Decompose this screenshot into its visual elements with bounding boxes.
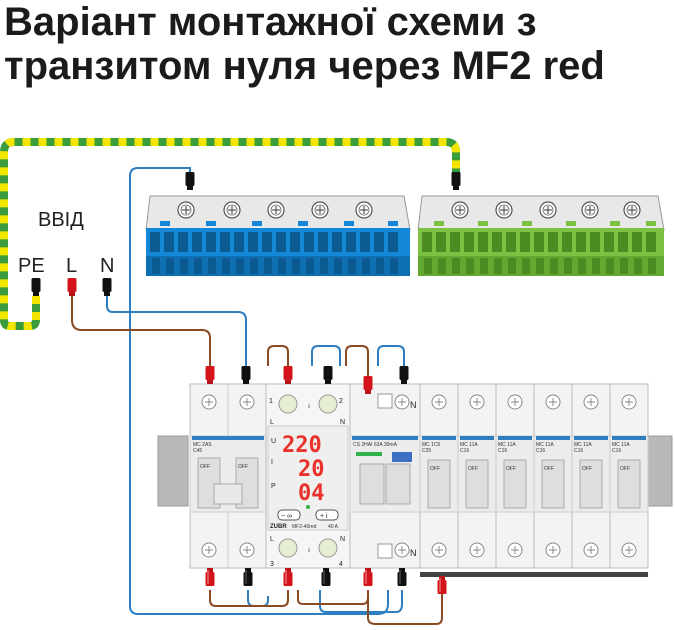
relay-minus-button[interactable] bbox=[277, 509, 301, 521]
relay-term-3: 3 bbox=[270, 561, 274, 568]
group-2-rating: C16 bbox=[460, 448, 469, 454]
relay-label-i: I bbox=[271, 459, 273, 466]
relay-term-1: 1 bbox=[269, 398, 273, 405]
voltage-relay: ⇩ ⇩ 1 2 L N L N 3 4 U I P 220 20 04 − ∞ … bbox=[265, 383, 351, 569]
group-1-rating: C25 bbox=[422, 448, 431, 454]
main-breaker: MC 2AS C45 OFF OFF bbox=[189, 383, 267, 569]
group-breaker-6: MC 11A C16 OFF bbox=[609, 383, 649, 569]
relay-plus-label: + i bbox=[320, 513, 328, 520]
phase-wires bbox=[71, 296, 443, 625]
down-arrow-icon-bottom: ⇩ bbox=[307, 548, 311, 554]
main-breaker-rating: C45 bbox=[193, 448, 202, 454]
input-label: ВВІД bbox=[38, 209, 84, 231]
main-breaker-model: MC 2AS bbox=[193, 442, 212, 448]
earth-busbar bbox=[417, 195, 665, 276]
group-3-off: OFF bbox=[506, 466, 516, 472]
rcd-n-top: N bbox=[410, 400, 417, 410]
neutral-wires bbox=[106, 167, 405, 615]
down-arrow-icon: ⇩ bbox=[307, 404, 311, 410]
relay-model: MF2-40red bbox=[292, 524, 317, 530]
group-breaker-4: MC 11A C16 OFF bbox=[533, 383, 573, 569]
main-breaker-off-1: OFF bbox=[200, 464, 210, 470]
relay-term-l-bottom: L bbox=[270, 536, 274, 543]
relay-power-display: 04 bbox=[298, 481, 325, 506]
main-breaker-off-2: OFF bbox=[238, 464, 248, 470]
group-4-model: MC 11A bbox=[536, 442, 554, 448]
group-2-off: OFF bbox=[468, 466, 478, 472]
group-3-rating: C16 bbox=[498, 448, 507, 454]
relay-term-l-top: L bbox=[270, 419, 274, 426]
comb-busbar bbox=[420, 572, 648, 577]
page-title: Варіант монтажної схеми з транзитом нуля… bbox=[4, 0, 605, 88]
group-6-off: OFF bbox=[620, 466, 630, 472]
relay-brand: ZUBR bbox=[270, 524, 287, 530]
relay-rating: 40 A bbox=[328, 524, 339, 530]
rcd-breaker: N N CS 2HAI 63A 30mA bbox=[349, 383, 421, 569]
group-5-off: OFF bbox=[582, 466, 592, 472]
group-breaker-1: MC 1C5 C25 OFF bbox=[419, 383, 459, 569]
group-breaker-5: MC 11A C16 OFF bbox=[571, 383, 611, 569]
relay-term-4: 4 bbox=[339, 561, 343, 568]
neutral-busbar bbox=[145, 195, 411, 276]
relay-term-n-top: N bbox=[340, 419, 345, 426]
group-1-model: MC 1C5 bbox=[422, 442, 441, 448]
relay-label-p: P bbox=[271, 483, 276, 490]
relay-voltage-display: 220 bbox=[282, 433, 322, 458]
title-line-1: Варіант монтажної схеми з bbox=[4, 0, 537, 44]
relay-label-u: U bbox=[271, 438, 276, 445]
relay-status-led bbox=[306, 505, 310, 509]
relay-current-display: 20 bbox=[298, 457, 325, 482]
rcd-model: CS 2HAI 63A 30mA bbox=[353, 442, 398, 448]
group-4-off: OFF bbox=[544, 466, 554, 472]
group-6-model: MC 11A bbox=[612, 442, 630, 448]
input-pe-label: PE bbox=[18, 255, 45, 277]
group-4-rating: C16 bbox=[536, 448, 545, 454]
group-2-model: MC 11A bbox=[460, 442, 478, 448]
input-n-label: N bbox=[100, 255, 114, 277]
din-rail bbox=[157, 435, 673, 507]
relay-minus-label: − ∞ bbox=[281, 513, 292, 520]
group-breaker-2: MC 11A C16 OFF bbox=[457, 383, 497, 569]
group-breaker-3: MC 11A C16 OFF bbox=[495, 383, 535, 569]
group-6-rating: C16 bbox=[612, 448, 621, 454]
input-l-label: L bbox=[66, 255, 77, 277]
relay-term-2: 2 bbox=[339, 398, 343, 405]
group-3-model: MC 11A bbox=[498, 442, 516, 448]
group-5-rating: C16 bbox=[574, 448, 583, 454]
group-5-model: MC 11A bbox=[574, 442, 592, 448]
relay-term-n-bottom: N bbox=[340, 536, 345, 543]
title-line-2: транзитом нуля через MF2 red bbox=[4, 44, 605, 88]
relay-plus-button[interactable] bbox=[315, 509, 339, 521]
group-1-off: OFF bbox=[430, 466, 440, 472]
earth-wire bbox=[0, 138, 460, 330]
rcd-n-bottom: N bbox=[410, 548, 417, 558]
